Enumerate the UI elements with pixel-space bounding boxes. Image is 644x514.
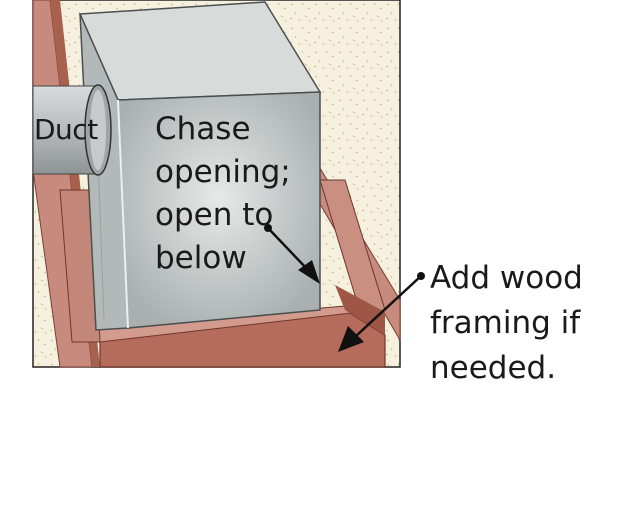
duct-label: Duct — [34, 113, 98, 146]
framing-pointer — [338, 272, 425, 352]
wood-framing-label: Add wood framing if needed. — [430, 260, 583, 386]
chase-pointer — [264, 224, 320, 284]
duct — [32, 84, 112, 176]
chase-opening-label: Chase opening; open to below — [155, 111, 291, 276]
